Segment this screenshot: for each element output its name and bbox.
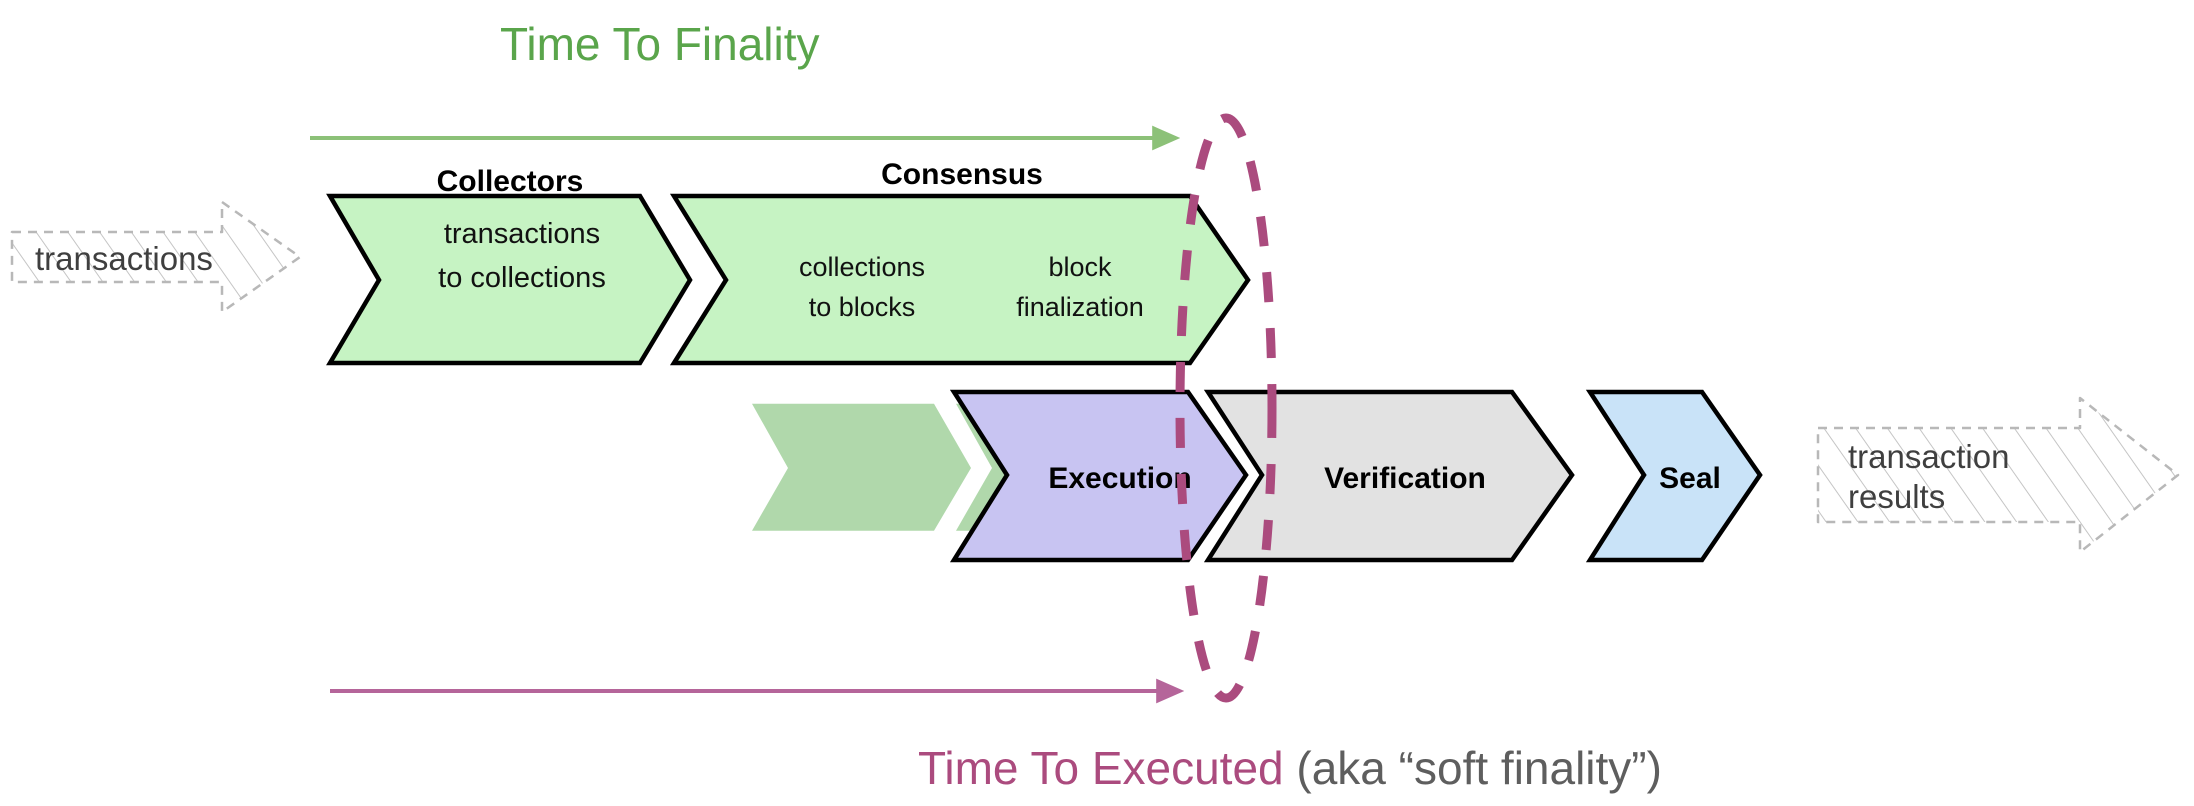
stage-verification[interactable]: Verification [1203,389,1575,563]
time-to-finality-label: Time To Finality [500,18,820,70]
transaction-results-output-arrow: transaction results [1816,396,2180,554]
stage-seal[interactable]: Seal [1585,389,1763,563]
consensus-title: Consensus [881,158,1043,191]
finality-boundary-ellipse [1175,113,1277,703]
collectors-subtitle-line2: to collections [438,262,606,294]
transactions-input-arrow: transactions [10,200,302,314]
transaction-results-label-line1: transaction [1848,438,2009,475]
substage-collections-to-blocks[interactable]: collections to blocks [752,252,971,531]
collections-to-blocks-line1: collections [799,252,925,282]
stage-collectors[interactable]: Collectors transactions to collections [326,165,693,366]
transaction-results-label-line2: results [1848,478,1945,515]
soft-finality-note: (aka “soft finality”) [1284,742,1662,794]
stage-execution[interactable]: Execution [949,389,1249,563]
seal-title: Seal [1659,462,1721,495]
collections-to-blocks-line2: to blocks [809,292,916,322]
time-to-executed-caption: Time To Executed (aka “soft finality”) [918,742,1662,794]
time-to-executed-label: Time To Executed [918,742,1284,794]
transactions-input-label: transactions [35,240,213,277]
execution-title: Execution [1048,462,1191,495]
block-finalization-line1: block [1048,252,1112,282]
collectors-subtitle-line1: transactions [444,218,600,250]
block-finalization-line2: finalization [1016,292,1144,322]
verification-title: Verification [1324,462,1486,495]
collectors-title: Collectors [437,165,584,198]
